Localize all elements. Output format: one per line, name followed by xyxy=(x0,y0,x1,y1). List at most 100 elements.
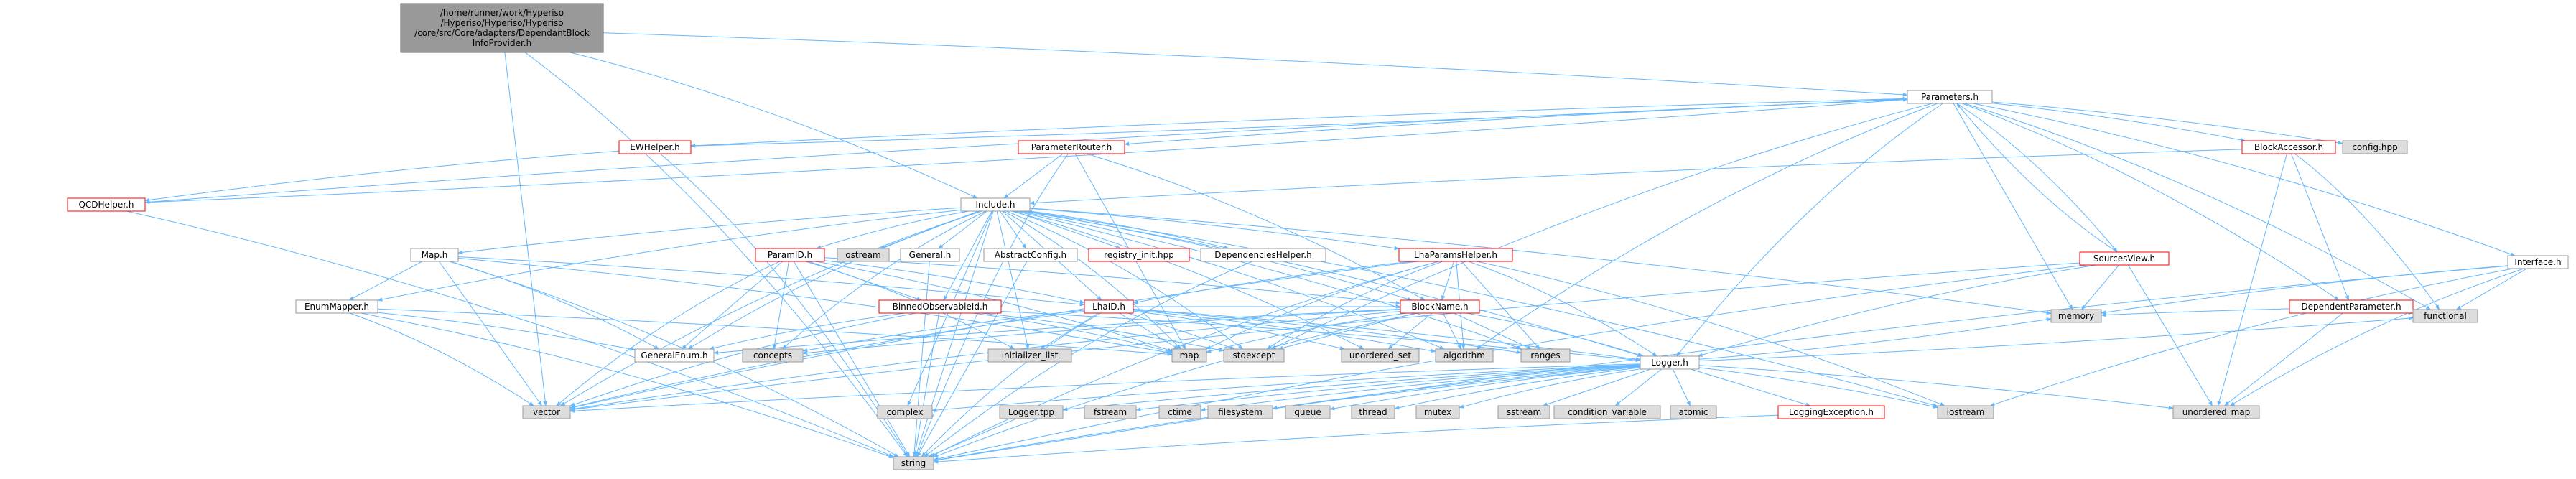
node-ewhelper[interactable]: EWHelper.h xyxy=(618,140,692,154)
edge-include-to-vector xyxy=(559,210,982,406)
node-binnedobservableid[interactable]: BinnedObservableId.h xyxy=(878,299,1002,314)
node-blockname-label: BlockName.h xyxy=(1411,302,1468,312)
node-generalenum-label: GeneralEnum.h xyxy=(641,350,707,361)
node-lhaid[interactable]: LhaID.h xyxy=(1084,299,1134,314)
edge-logger-to-mutex xyxy=(1459,368,1641,409)
edge-include-to-concepts xyxy=(781,210,986,350)
node-root[interactable]: /home/runner/work/Hyperiso/Hyperiso/Hype… xyxy=(400,3,604,53)
edge-include-to-lhaparamshelper xyxy=(1029,208,1400,251)
edge-blockname-to-algorithm xyxy=(1443,312,1461,350)
node-stdexcept: stdexcept xyxy=(1223,348,1285,363)
edge-map_h-to-vector xyxy=(438,261,543,406)
edge-parameters-to-confighpp xyxy=(1991,101,2343,145)
node-abstractconfig-label: AbstractConfig.h xyxy=(995,250,1066,260)
edge-include-to-algorithm xyxy=(1015,210,1445,350)
node-mutex-label: mutex xyxy=(1424,407,1451,417)
node-map-label: map xyxy=(1180,350,1199,361)
node-parameterrouter[interactable]: ParameterRouter.h xyxy=(1018,140,1125,154)
node-thread-label: thread xyxy=(1359,407,1387,417)
dependency-edges xyxy=(126,32,2527,464)
node-mutex-box xyxy=(1415,405,1460,419)
node-loggingexception[interactable]: LoggingException.h xyxy=(1777,405,1885,419)
node-blockaccessor-label: BlockAccessor.h xyxy=(2254,142,2323,152)
node-loggingexception-label: LoggingException.h xyxy=(1789,407,1874,417)
edge-blockname-to-vector xyxy=(569,311,1401,411)
edge-include-to-iostream xyxy=(1026,210,1938,407)
node-string-label: string xyxy=(901,458,926,468)
edge-sourcesview-to-logger xyxy=(1697,264,2096,357)
edge-include-to-stdexcept xyxy=(1006,210,1244,350)
edge-logger-to-thread xyxy=(1394,367,1641,410)
node-mutex: mutex xyxy=(1415,405,1460,419)
edge-include-to-map xyxy=(1003,210,1181,350)
node-include[interactable]: Include.h xyxy=(960,197,1031,212)
node-lhaparamshelper[interactable]: LhaParamsHelper.h xyxy=(1398,248,1513,262)
node-ctime-label: ctime xyxy=(1168,407,1192,417)
node-enummapper[interactable]: EnumMapper.h xyxy=(295,299,378,314)
node-paramid[interactable]: ParamID.h xyxy=(755,248,825,262)
edge-lhaid-to-ranges xyxy=(1133,309,1522,355)
node-thread-box xyxy=(1351,405,1395,419)
edge-enummapper-to-map xyxy=(377,308,1173,356)
edge-logger-to-fstream xyxy=(1135,365,1641,411)
edge-binnedobservableid-to-string xyxy=(913,312,939,457)
edge-include-to-memory xyxy=(1029,208,2052,315)
edge-parameters-to-sourcesview xyxy=(1956,103,2118,253)
node-iostream-box xyxy=(1937,405,1994,419)
node-generalenum-box xyxy=(634,348,715,363)
edge-lhaparamshelper-to-lhaid xyxy=(1133,261,1413,304)
node-include-label: Include.h xyxy=(975,200,1015,210)
node-memory-label: memory xyxy=(2058,311,2094,321)
node-vector-label: vector xyxy=(533,407,560,417)
edge-lhaparamshelper-to-string xyxy=(929,261,1439,457)
node-blockname-box xyxy=(1400,299,1480,314)
node-root-label: /core/src/Core/adapters/DependantBlock xyxy=(414,28,590,38)
node-initializer_list-box xyxy=(987,348,1072,363)
node-ostream: ostream xyxy=(837,248,890,262)
edge-interface-to-string xyxy=(933,265,2508,462)
edge-blockname-to-generalenum xyxy=(713,309,1401,355)
node-map-box xyxy=(1171,348,1207,363)
edge-root-to-string xyxy=(524,52,908,457)
node-functional-label: functional xyxy=(2424,311,2467,321)
edge-interface-to-unordered_map xyxy=(2229,268,2524,406)
node-parameterrouter-label: ParameterRouter.h xyxy=(1031,142,1112,152)
edge-lhaid-to-map xyxy=(1119,312,1179,350)
node-ranges: ranges xyxy=(1520,348,1571,363)
node-registryinit[interactable]: registry_init.hpp xyxy=(1088,248,1190,262)
edge-qcdhelper-to-string xyxy=(126,210,894,457)
edge-logger-to-memory xyxy=(1698,317,2052,360)
node-stdexcept-label: stdexcept xyxy=(1233,350,1275,361)
node-iostream: iostream xyxy=(1937,405,1994,419)
node-map_h[interactable]: Map.h xyxy=(410,248,459,262)
node-qcdhelper[interactable]: QCDHelper.h xyxy=(67,197,146,212)
edge-parameters-to-dependentparameter xyxy=(1962,103,2340,301)
edge-parameters-to-parameterrouter xyxy=(1124,98,1908,147)
edge-logger-to-iostream xyxy=(1698,367,1938,409)
node-general-box xyxy=(900,248,960,262)
node-dependencieshelper[interactable]: DependenciesHelper.h xyxy=(1200,248,1326,262)
node-interface[interactable]: Interface.h xyxy=(2507,255,2569,269)
node-parameters[interactable]: Parameters.h xyxy=(1907,90,1993,104)
node-general[interactable]: General.h xyxy=(900,248,960,262)
node-dependentparameter[interactable]: DependentParameter.h xyxy=(2289,299,2414,314)
node-initializer_list: initializer_list xyxy=(987,348,1072,363)
edge-lhaparamshelper-to-stdexcept xyxy=(1266,261,1443,350)
edge-root-to-parameters xyxy=(603,32,1908,97)
node-string: string xyxy=(893,456,934,470)
node-blockname[interactable]: BlockName.h xyxy=(1400,299,1480,314)
node-abstractconfig[interactable]: AbstractConfig.h xyxy=(983,248,1078,262)
node-lhaid-label: LhaID.h xyxy=(1092,302,1125,312)
edge-enummapper-to-string xyxy=(361,312,894,458)
edge-parameters-to-blockaccessor xyxy=(1991,103,2246,142)
node-registryinit-box xyxy=(1088,248,1190,262)
edge-enummapper-to-generalenum xyxy=(377,312,636,351)
node-sourcesview[interactable]: SourcesView.h xyxy=(2079,251,2170,266)
node-blockaccessor[interactable]: BlockAccessor.h xyxy=(2241,140,2336,154)
node-generalenum[interactable]: GeneralEnum.h xyxy=(634,348,715,363)
node-unordered_map: unordered_map xyxy=(2172,405,2260,419)
node-lhaparamshelper-box xyxy=(1398,248,1513,262)
edge-logger-to-unordered_map xyxy=(1698,365,2174,410)
node-logger[interactable]: Logger.h xyxy=(1640,355,1700,370)
node-interface-label: Interface.h xyxy=(2514,257,2561,267)
